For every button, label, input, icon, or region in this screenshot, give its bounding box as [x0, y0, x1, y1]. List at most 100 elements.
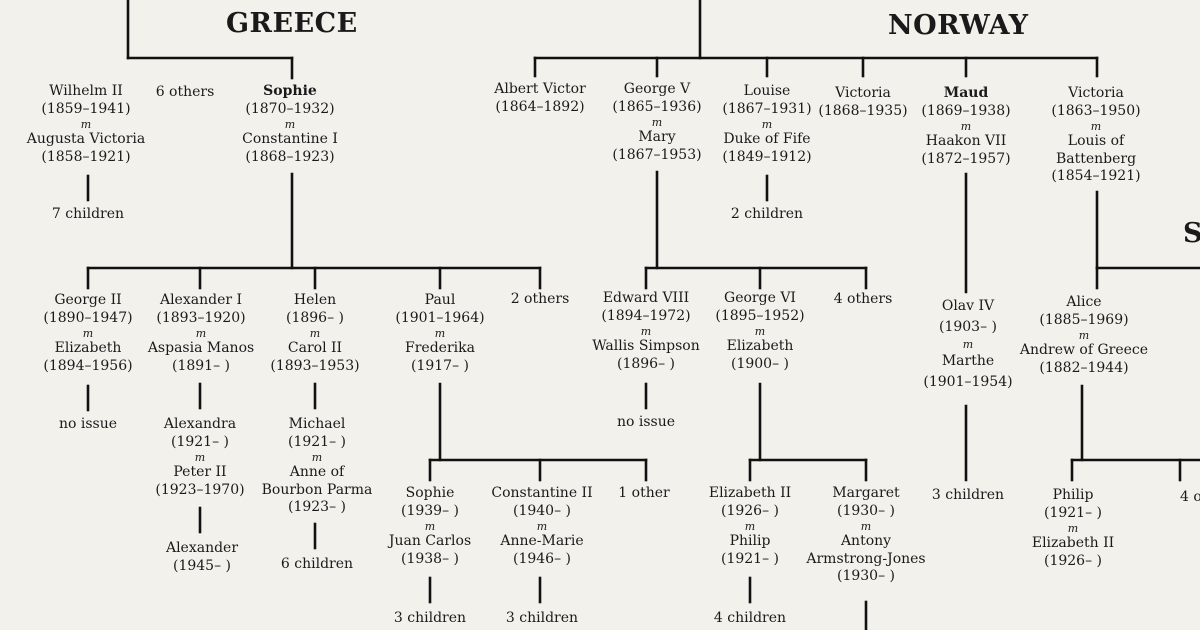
person-name: Sophie — [405, 485, 455, 501]
spouse-dates: (1858–1921) — [41, 148, 131, 165]
header-partial-s: S — [1183, 218, 1200, 249]
spouse-name: Frederika — [405, 340, 475, 356]
marriage-mark: m — [194, 451, 206, 464]
person-dates: (1868–1935) — [818, 102, 908, 119]
marriage-mark: m — [195, 327, 207, 340]
person-alice: Alice (1885–1969) m Andrew of Greece (18… — [1020, 294, 1148, 377]
header-greece: GREECE — [226, 8, 358, 39]
spouse-dates: (1923–1970) — [155, 481, 245, 498]
note-2-others: 2 others — [510, 291, 570, 307]
person-dates: (1867–1931) — [722, 100, 812, 117]
person-name: Margaret — [832, 485, 900, 501]
person-name: Maud — [943, 85, 989, 101]
person-name: Edward VIII — [602, 290, 690, 306]
person-dates: (1945– ) — [172, 557, 232, 574]
person-elizabeth-ii: Elizabeth II (1926– ) m Philip (1921– ) — [709, 485, 791, 568]
person-dates: (1940– ) — [512, 502, 571, 519]
person-wilhelm-ii: Wilhelm II (1859–1941) m Augusta Victori… — [27, 83, 145, 166]
person-name: Alice — [1066, 294, 1102, 310]
spouse-dates: (1894–1956) — [43, 357, 133, 374]
marriage-mark: m — [309, 327, 321, 340]
marriage-mark: m — [1067, 522, 1079, 535]
person-dates: (1870–1932) — [245, 100, 335, 117]
note-1-other: 1 other — [618, 485, 670, 501]
person-victoria-1868: Victoria (1868–1935) — [818, 85, 907, 120]
marriage-mark: m — [744, 520, 756, 533]
person-margaret: Margaret (1930– ) m Antony Armstrong-Jon… — [806, 485, 925, 586]
person-dates: (1921– ) — [170, 433, 229, 450]
person-sophie-greece: Sophie (1870–1932) m Constantine I (1868… — [242, 83, 338, 166]
note-4-others: 4 others — [833, 291, 893, 307]
spouse-dates: (1930– ) — [836, 568, 895, 584]
person-name: George V — [623, 81, 691, 97]
person-dates: (1863–1950) — [1051, 102, 1141, 119]
person-name: Olav IV — [941, 298, 995, 314]
spouse-name: Peter II — [173, 464, 227, 480]
spouse-name: Juan Carlos — [388, 533, 472, 549]
person-michael: Michael (1921– ) m Anne of Bourbon Parma… — [262, 416, 373, 517]
marriage-mark: m — [434, 327, 446, 340]
note-6-others: 6 others — [155, 84, 215, 100]
person-dates: (1894–1972) — [601, 307, 691, 324]
person-name: George II — [54, 292, 122, 308]
spouse-dates: (1921– ) — [720, 550, 779, 567]
person-name: Michael — [288, 416, 346, 432]
marriage-mark: m — [1090, 120, 1102, 133]
spouse-dates: (1849–1912) — [722, 148, 812, 165]
marriage-mark: m — [536, 520, 548, 533]
person-dates: (1930– ) — [836, 502, 895, 519]
person-name: Victoria — [1068, 85, 1124, 101]
header-norway: NORWAY — [888, 10, 1029, 41]
marriage-mark: m — [860, 520, 872, 533]
marriage-mark: m — [962, 338, 974, 351]
marriage-mark: m — [651, 116, 663, 129]
person-name: Sophie — [263, 83, 317, 99]
person-name: Wilhelm II — [49, 83, 123, 99]
person-name: Philip — [1052, 487, 1094, 503]
person-dates: (1893–1920) — [156, 309, 246, 326]
spouse-dates: (1867–1953) — [612, 146, 702, 163]
person-alexander-1945: Alexander (1945– ) — [166, 540, 238, 575]
person-philip: Philip (1921– ) m Elizabeth II (1926– ) — [1032, 487, 1114, 570]
marriage-mark: m — [640, 325, 652, 338]
person-dates: (1939– ) — [400, 502, 460, 519]
spouse-name: Philip — [729, 533, 771, 549]
spouse-dates: (1891– ) — [171, 357, 230, 374]
person-george-vi: George VI (1895–1952) m Elizabeth (1900–… — [715, 290, 804, 373]
marriage-mark: m — [82, 327, 94, 340]
person-george-v: George V (1865–1936) m Mary (1867–1953) — [612, 81, 701, 164]
person-dates: (1896– ) — [285, 309, 344, 326]
person-dates: (1890–1947) — [43, 309, 133, 326]
person-name: Alexandra — [163, 416, 237, 432]
spouse-dates: (1901–1954) — [923, 374, 1013, 390]
spouse-name: Carol II — [287, 340, 343, 356]
spouse-name: Mary — [638, 129, 676, 145]
spouse-name-cont: Battenberg — [1055, 150, 1137, 167]
person-name: Albert Victor — [494, 81, 586, 97]
person-albert-victor: Albert Victor (1864–1892) — [494, 81, 586, 116]
spouse-dates: (1893–1953) — [270, 357, 360, 374]
spouse-name: Elizabeth II — [1031, 535, 1115, 551]
person-dates: (1921– ) — [1043, 504, 1102, 521]
note-3-children-sophie: 3 children — [393, 610, 467, 626]
person-dates: (1903– ) — [938, 319, 997, 335]
person-helen: Helen (1896– ) m Carol II (1893–1953) — [270, 292, 359, 375]
person-name: George VI — [724, 290, 796, 306]
spouse-dates: (1946– ) — [512, 550, 571, 567]
spouse-name-cont: Bourbon Parma — [261, 481, 373, 498]
person-dates: (1864–1892) — [495, 98, 585, 115]
marriage-mark: m — [761, 118, 773, 131]
marriage-mark: m — [754, 325, 766, 338]
person-louise: Louise (1867–1931) m Duke of Fife (1849–… — [722, 83, 811, 166]
person-dates: (1859–1941) — [41, 100, 131, 117]
person-name: Louise — [743, 83, 791, 99]
spouse-name-cont: Armstrong-Jones — [806, 550, 926, 567]
spouse-name: Louis of — [1067, 133, 1125, 149]
spouse-dates: (1868–1923) — [245, 148, 335, 165]
person-alexandra: Alexandra (1921– ) m Peter II (1923–1970… — [155, 416, 244, 499]
marriage-mark: m — [284, 118, 296, 131]
person-name: Paul — [424, 292, 456, 308]
spouse-name: Marthe — [941, 353, 995, 369]
spouse-dates: (1872–1957) — [921, 150, 1011, 167]
